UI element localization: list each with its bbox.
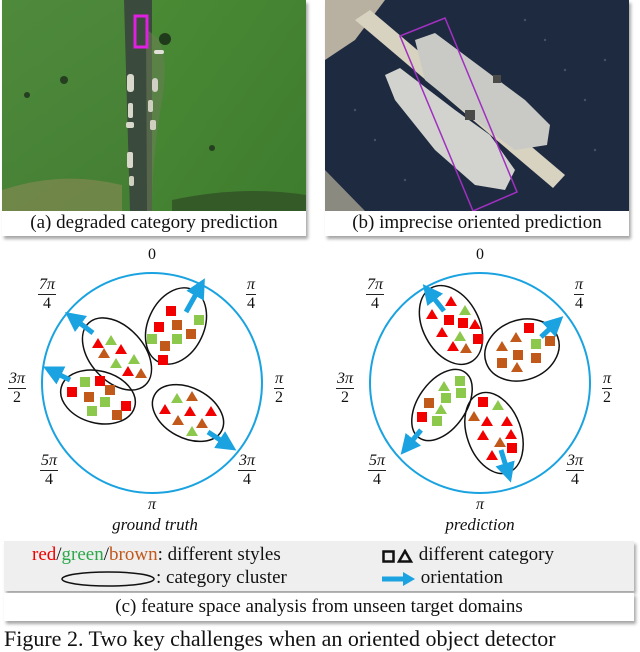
panel-a-caption: (a) degraded category prediction (30, 212, 278, 233)
category-cluster (464, 391, 524, 475)
legend: red/green/brown: different styles : cate… (4, 541, 634, 591)
angle-label-0: 0 (148, 246, 156, 263)
category-cluster (151, 383, 225, 443)
angle-label-pi: π (147, 496, 156, 513)
diagram-title-prediction: prediction (445, 515, 515, 534)
legend-cluster: : category cluster (60, 567, 287, 589)
legend-brown: brown (109, 544, 158, 565)
orientation-circle (369, 272, 591, 494)
ellipse-icon (61, 570, 155, 587)
detection-box (399, 17, 518, 211)
legend-orientation: orientation (382, 567, 503, 589)
satellite-image-carriers (325, 0, 629, 211)
panel-a: (a) degraded category prediction (2, 0, 306, 236)
orientation-circle (41, 272, 263, 494)
detection-box (133, 14, 149, 49)
angle-label-pi: π (475, 496, 484, 513)
panel-c-caption: (c) feature space analysis from unseen t… (4, 593, 634, 621)
legend-category: different category (382, 544, 554, 566)
satellite-image-river (2, 0, 306, 211)
category-cluster (59, 369, 137, 425)
arrow-icon (382, 571, 415, 586)
category-cluster (81, 317, 153, 391)
legend-red: red (32, 544, 57, 565)
panel-b: (b) imprecise oriented prediction (325, 0, 629, 236)
square-triangle-icon (382, 548, 414, 563)
diagram-title-ground-truth: ground truth (112, 515, 198, 534)
figure-caption: Figure 2. Two key challenges when an ori… (4, 626, 556, 651)
legend-styles: red/green/brown: different styles (32, 544, 281, 565)
angle-label-0: 0 (476, 246, 484, 263)
panel-b-caption: (b) imprecise oriented prediction (352, 212, 602, 233)
legend-green: green (61, 544, 104, 565)
